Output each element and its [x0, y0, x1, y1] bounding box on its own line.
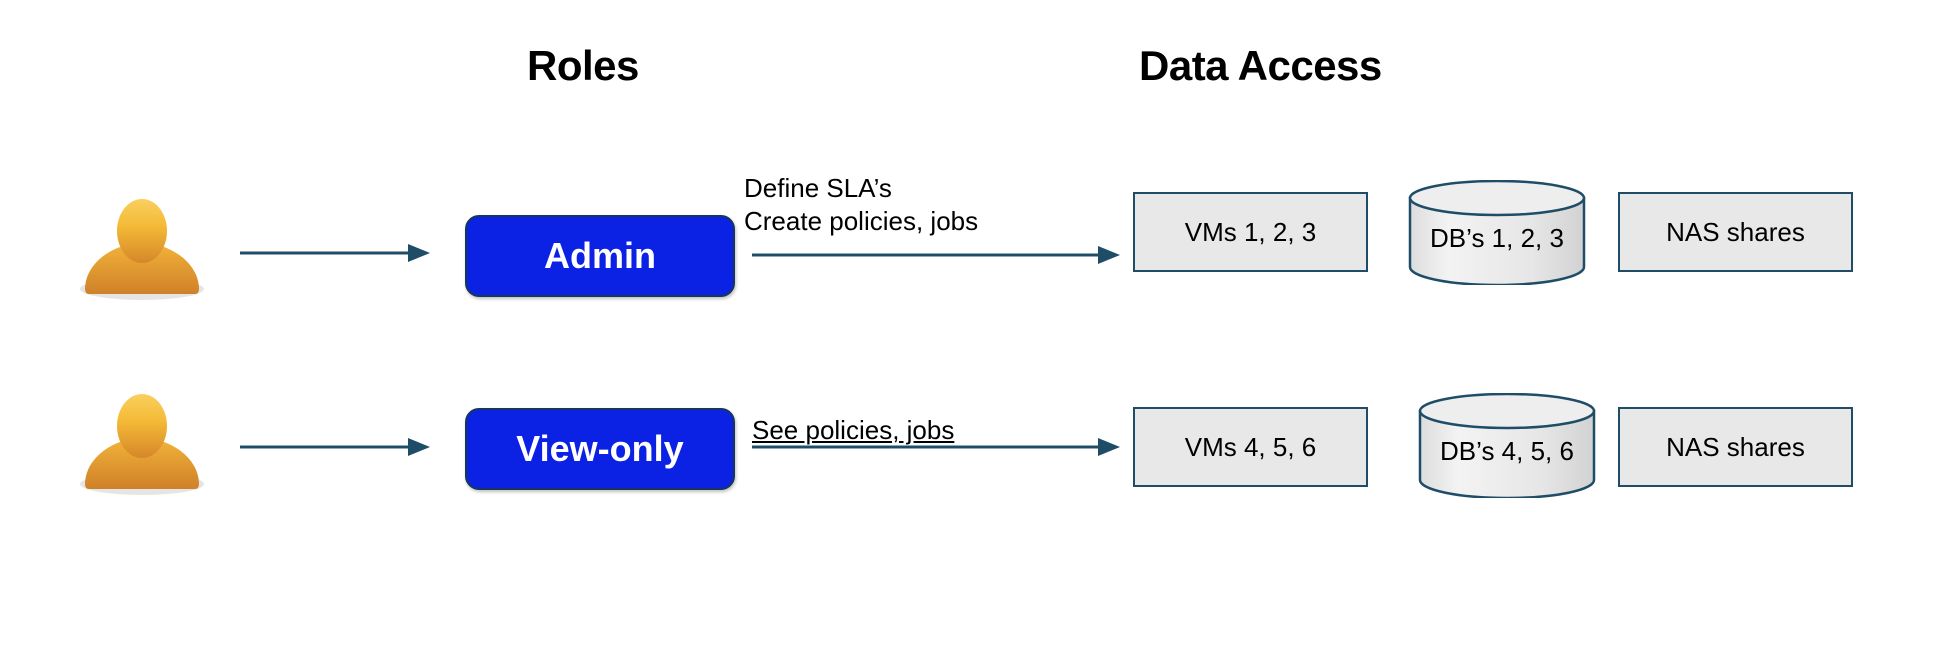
database-cylinder: DB’s 1, 2, 3	[1408, 180, 1586, 285]
data-box-vms: VMs 1, 2, 3	[1133, 192, 1368, 272]
arrow-caption-view-only: See policies, jobs	[752, 415, 955, 445]
role-pill-admin[interactable]: Admin	[465, 215, 735, 297]
data-box-nas: NAS shares	[1618, 407, 1853, 487]
person-icon	[75, 392, 209, 502]
role-pill-view-only[interactable]: View-only	[465, 408, 735, 490]
arrow-caption-admin: Define SLA’s Create policies, jobs	[744, 173, 979, 237]
person-icon	[75, 197, 209, 307]
arrow-user-to-view-only	[240, 432, 430, 462]
database-cylinder: DB’s 4, 5, 6	[1418, 393, 1596, 498]
arrow-view-only-to-data	[752, 432, 1120, 462]
arrow-admin-to-data	[752, 240, 1120, 270]
data-box-nas: NAS shares	[1618, 192, 1853, 272]
column-heading-data-access: Data Access	[1139, 42, 1382, 89]
data-box-vms: VMs 4, 5, 6	[1133, 407, 1368, 487]
arrow-user-to-admin	[240, 238, 430, 268]
column-heading-roles: Roles	[527, 42, 639, 89]
